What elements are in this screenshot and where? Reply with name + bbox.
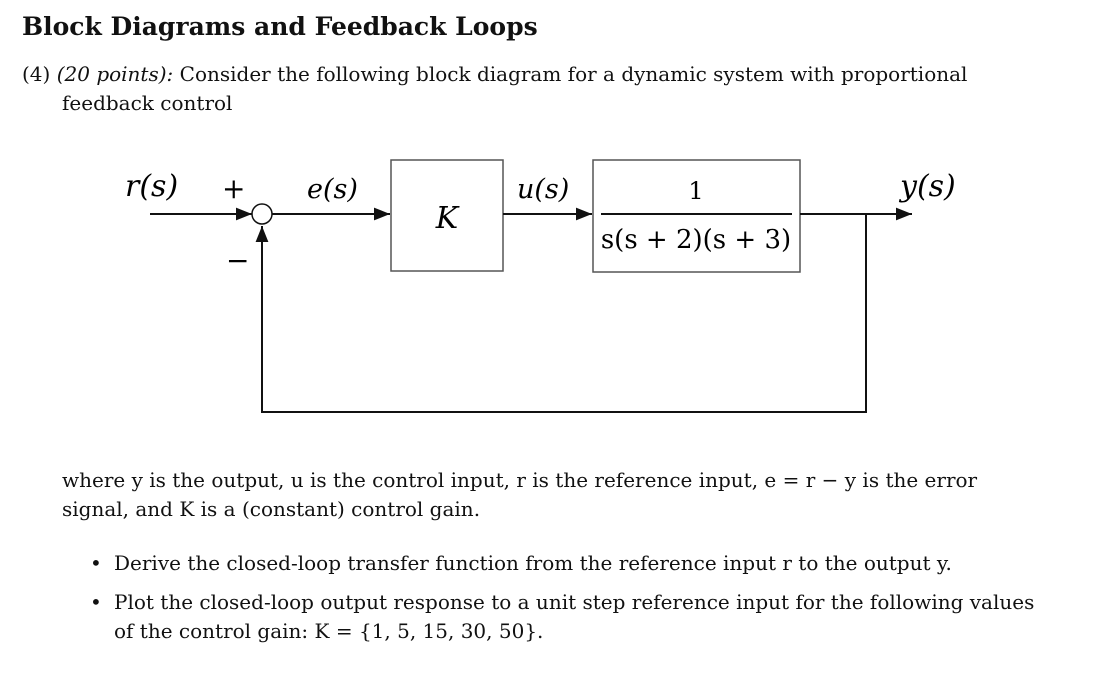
- section-heading: Block Diagrams and Feedback Loops: [22, 12, 538, 41]
- plant-block: [592, 159, 801, 273]
- input-label: r(s): [125, 169, 178, 204]
- feedback-path: [255, 214, 867, 413]
- bullet-marker: •: [90, 590, 102, 614]
- question-number: (4): [22, 62, 51, 86]
- bullet-item-2: Plot the closed-loop output response to …: [114, 590, 1035, 614]
- description-line-2: signal, and K is a (constant) control ga…: [62, 497, 481, 521]
- description-line-1: where y is the output, u is the control …: [62, 468, 978, 492]
- bullet-item-1: Derive the closed-loop transfer function…: [114, 551, 952, 575]
- bullet-marker: •: [90, 551, 102, 575]
- summing-junction: [251, 203, 273, 225]
- plant-numerator: 1: [688, 177, 703, 205]
- control-label: u(s): [517, 174, 569, 205]
- bullet-item-2-cont: of the control gain: K = {1, 5, 15, 30, …: [114, 619, 544, 643]
- question-line-2: feedback control: [62, 91, 233, 115]
- question-line-1: (4) (20 points): Consider the following …: [22, 62, 967, 86]
- plus-sign: +: [222, 172, 245, 205]
- output-label: y(s): [898, 169, 956, 204]
- controller-block: [390, 159, 504, 272]
- minus-sign: −: [226, 244, 249, 277]
- block-diagram: r(s) + − e(s) K u(s) 1 s(s + 2)(s + 3) y…: [125, 159, 956, 413]
- error-label: e(s): [307, 174, 358, 205]
- question-text: Consider the following block diagram for…: [179, 62, 968, 86]
- question-points: (20 points):: [56, 62, 174, 86]
- controller-gain-label: K: [435, 201, 460, 236]
- plant-denominator: s(s + 2)(s + 3): [601, 225, 791, 255]
